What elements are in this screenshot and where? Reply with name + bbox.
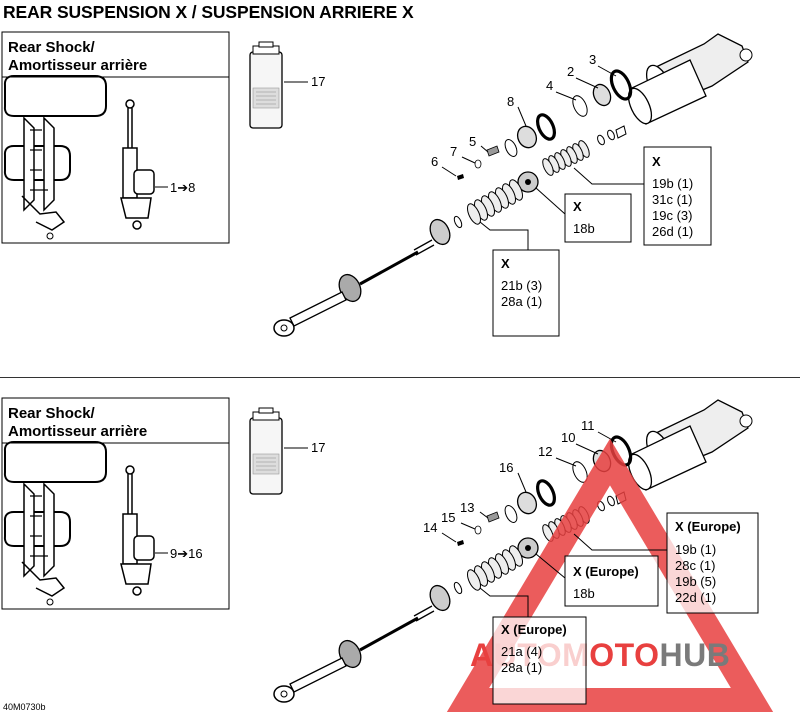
svg-text:18b: 18b (573, 221, 595, 236)
svg-text:19b (5): 19b (5) (675, 574, 716, 589)
svg-text:X (Europe): X (Europe) (675, 519, 741, 534)
svg-text:26d (1): 26d (1) (652, 224, 693, 239)
section-2-range-label: 9➔16 (170, 546, 203, 561)
section-1-kit-3: X 21b (3) 28a (1) (479, 221, 560, 337)
callout-3: 3 (589, 52, 596, 67)
page-title: REAR SUSPENSION X / SUSPENSION ARRIERE X (3, 2, 414, 22)
callout-13: 13 (460, 500, 474, 515)
svg-text:X: X (501, 256, 510, 271)
svg-text:22d (1): 22d (1) (675, 590, 716, 605)
section-1-range-label: 1➔8 (170, 180, 195, 195)
section-1-title-2: Amortisseur arrière (8, 57, 147, 74)
svg-text:28a (1): 28a (1) (501, 660, 542, 675)
section-2-kit-2: X (Europe) 18b (535, 553, 659, 607)
section-1: Rear Shock/ Amortisseur arrière 1➔8 17 5… (1, 31, 754, 338)
callout-12: 12 (538, 444, 552, 459)
callout-4: 4 (546, 78, 553, 93)
svg-text:28a (1): 28a (1) (501, 294, 542, 309)
svg-text:31c (1): 31c (1) (652, 192, 692, 207)
svg-text:21b (3): 21b (3) (501, 278, 542, 293)
oil-bottle-icon (249, 407, 283, 495)
callout-16: 16 (499, 460, 513, 475)
callout-8: 8 (507, 94, 514, 109)
section-divider (0, 377, 800, 378)
section-2-title-2: Amortisseur arrière (8, 423, 147, 440)
svg-text:19b (1): 19b (1) (675, 542, 716, 557)
section-2-title-1: Rear Shock/ (8, 405, 96, 422)
callout-17b: 17 (311, 440, 325, 455)
svg-text:X (Europe): X (Europe) (573, 564, 639, 579)
svg-text:18b: 18b (573, 586, 595, 601)
svg-text:19c (3): 19c (3) (652, 208, 692, 223)
drawing-reference-code: 40M0730b (3, 702, 46, 712)
svg-text:X (Europe): X (Europe) (501, 622, 567, 637)
section-1-kit-2: X 18b (535, 187, 632, 243)
section-2-callouts: 13 15 14 16 12 10 11 (423, 418, 617, 543)
section-1-inset-box (1, 31, 230, 244)
callout-17: 17 (311, 74, 325, 89)
section-2: Rear Shock/ Amortisseur arrière 9➔16 17 … (1, 397, 774, 712)
section-1-title-1: Rear Shock/ (8, 39, 96, 56)
section-1-kit-1: X 19b (1) 31c (1) 19c (3) 26d (1) (573, 146, 712, 246)
section-2-kit-1: X (Europe) 19b (1) 28c (1) 19b (5) 22d (… (573, 512, 759, 614)
svg-text:X: X (652, 154, 661, 169)
callout-10: 10 (561, 430, 575, 445)
svg-text:19b (1): 19b (1) (652, 176, 693, 191)
callout-6: 6 (431, 154, 438, 169)
section-1-callouts: 5 7 6 8 4 2 3 (431, 52, 617, 177)
callout-2: 2 (567, 64, 574, 79)
callout-7: 7 (450, 144, 457, 159)
callout-15: 15 (441, 510, 455, 525)
svg-text:28c (1): 28c (1) (675, 558, 715, 573)
section-2-kit-3: X (Europe) 21a (4) 28a (1) (479, 587, 587, 705)
callout-14: 14 (423, 520, 437, 535)
callout-11: 11 (581, 418, 595, 433)
section-2-inset-box (1, 397, 230, 610)
svg-text:21a (4): 21a (4) (501, 644, 542, 659)
callout-5: 5 (469, 134, 476, 149)
oil-bottle-icon (249, 41, 283, 129)
svg-text:X: X (573, 199, 582, 214)
